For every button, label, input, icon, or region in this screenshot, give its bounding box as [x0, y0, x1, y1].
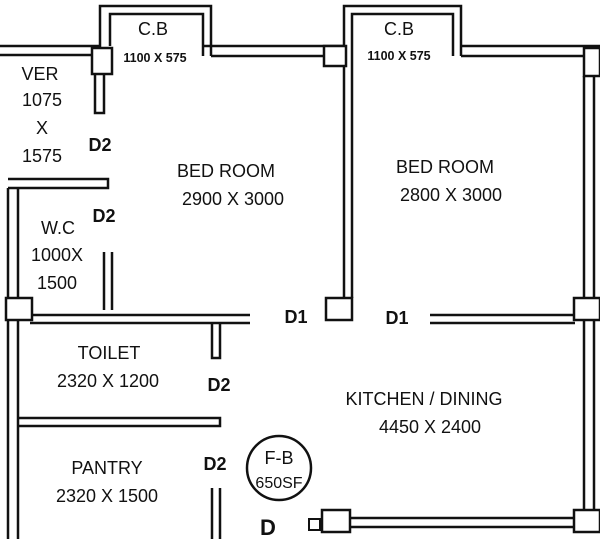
cb-right-size: 1100 X 575: [367, 49, 430, 63]
wall-toilet-bottom: [18, 416, 222, 428]
pillar: [90, 46, 114, 76]
cb-right-name: C.B: [384, 19, 414, 39]
pillar: [582, 46, 600, 78]
pillar-small: [308, 518, 321, 531]
wall-cb-left-inner: [108, 12, 205, 56]
pantry-name: PANTRY: [71, 458, 142, 478]
wall-ver-partition: [93, 74, 106, 115]
wall-wc-partition: [102, 252, 114, 310]
wall-pantry-stub: [210, 488, 222, 539]
door-label-main: D: [260, 515, 276, 539]
fb-circle: [245, 434, 313, 502]
wall-mid-left: [30, 313, 250, 325]
pillar: [572, 508, 600, 534]
wall-top-right: [461, 44, 600, 58]
door-label-toilet: D2: [207, 375, 230, 395]
cb-left-size: 1100 X 575: [123, 51, 186, 65]
door-label-pantry: D2: [203, 454, 226, 474]
wall-bottom: [335, 516, 575, 529]
ver-label-3: X: [36, 118, 48, 138]
ver-label-1: VER: [21, 64, 58, 84]
toilet-size: 2320 X 1200: [57, 371, 159, 391]
wall-top-middle: [203, 44, 344, 58]
door-label-ver: D2: [88, 135, 111, 155]
bed-right-name: BED ROOM: [396, 157, 494, 177]
kitchen-name: KITCHEN / DINING: [345, 389, 502, 409]
pillar: [322, 44, 348, 68]
ver-label-2: 1075: [22, 90, 62, 110]
wall-ver-bottom: [8, 177, 110, 190]
toilet-name: TOILET: [78, 343, 141, 363]
bed-left-name: BED ROOM: [177, 161, 275, 181]
wall-cb-right-inner: [350, 12, 455, 56]
door-label-bed-left: D1: [284, 307, 307, 327]
wc-label-3: 1500: [37, 273, 77, 293]
pillar: [320, 508, 352, 534]
wall-right: [582, 76, 596, 298]
wall-toilet-stub: [210, 323, 222, 360]
wall-right-lower: [582, 320, 596, 510]
wc-label-1: W.C: [41, 218, 75, 238]
wall-cb-left: [98, 4, 213, 56]
door-label-wc: D2: [92, 206, 115, 226]
pillar: [324, 296, 354, 322]
wall-top-left: [0, 44, 100, 57]
pillar: [4, 296, 34, 322]
pantry-size: 2320 X 1500: [56, 486, 158, 506]
wall-left: [6, 188, 20, 539]
bed-left-size: 2900 X 3000: [182, 189, 284, 209]
wall-center: [342, 56, 354, 298]
door-label-bed-right: D1: [385, 308, 408, 328]
bed-right-size: 2800 X 3000: [400, 185, 502, 205]
fb-label-1: F-B: [265, 448, 294, 468]
wc-label-2: 1000X: [31, 245, 83, 265]
cb-left-name: C.B: [138, 19, 168, 39]
pillar: [572, 296, 600, 322]
wall-cb-right: [342, 4, 463, 56]
ver-label-4: 1575: [22, 146, 62, 166]
kitchen-size: 4450 X 2400: [379, 417, 481, 437]
wall-mid-right: [430, 313, 575, 325]
fb-label-2: 650SF: [255, 475, 302, 492]
